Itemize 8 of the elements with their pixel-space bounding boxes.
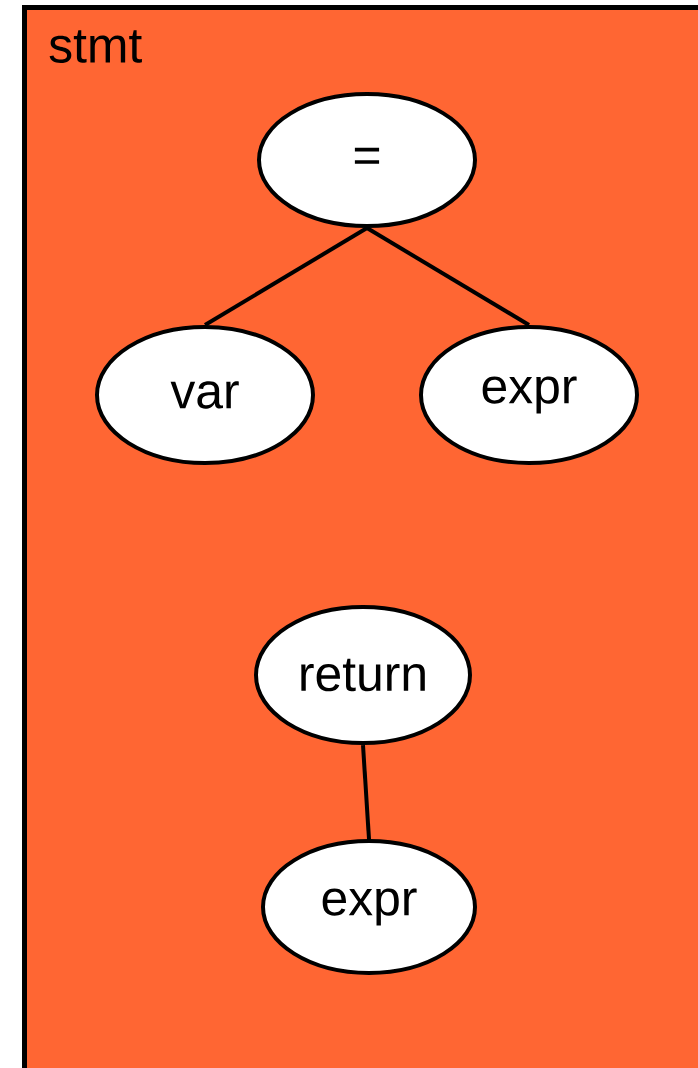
ellipse-node: var [95, 325, 315, 465]
connector-line [361, 744, 371, 840]
ellipse-node: expr [419, 325, 639, 465]
ellipse-node: return [254, 605, 472, 745]
ellipse-node: = [257, 92, 477, 228]
connector-line [203, 226, 369, 327]
ellipse-node: expr [261, 839, 477, 975]
connector-line [365, 226, 531, 327]
